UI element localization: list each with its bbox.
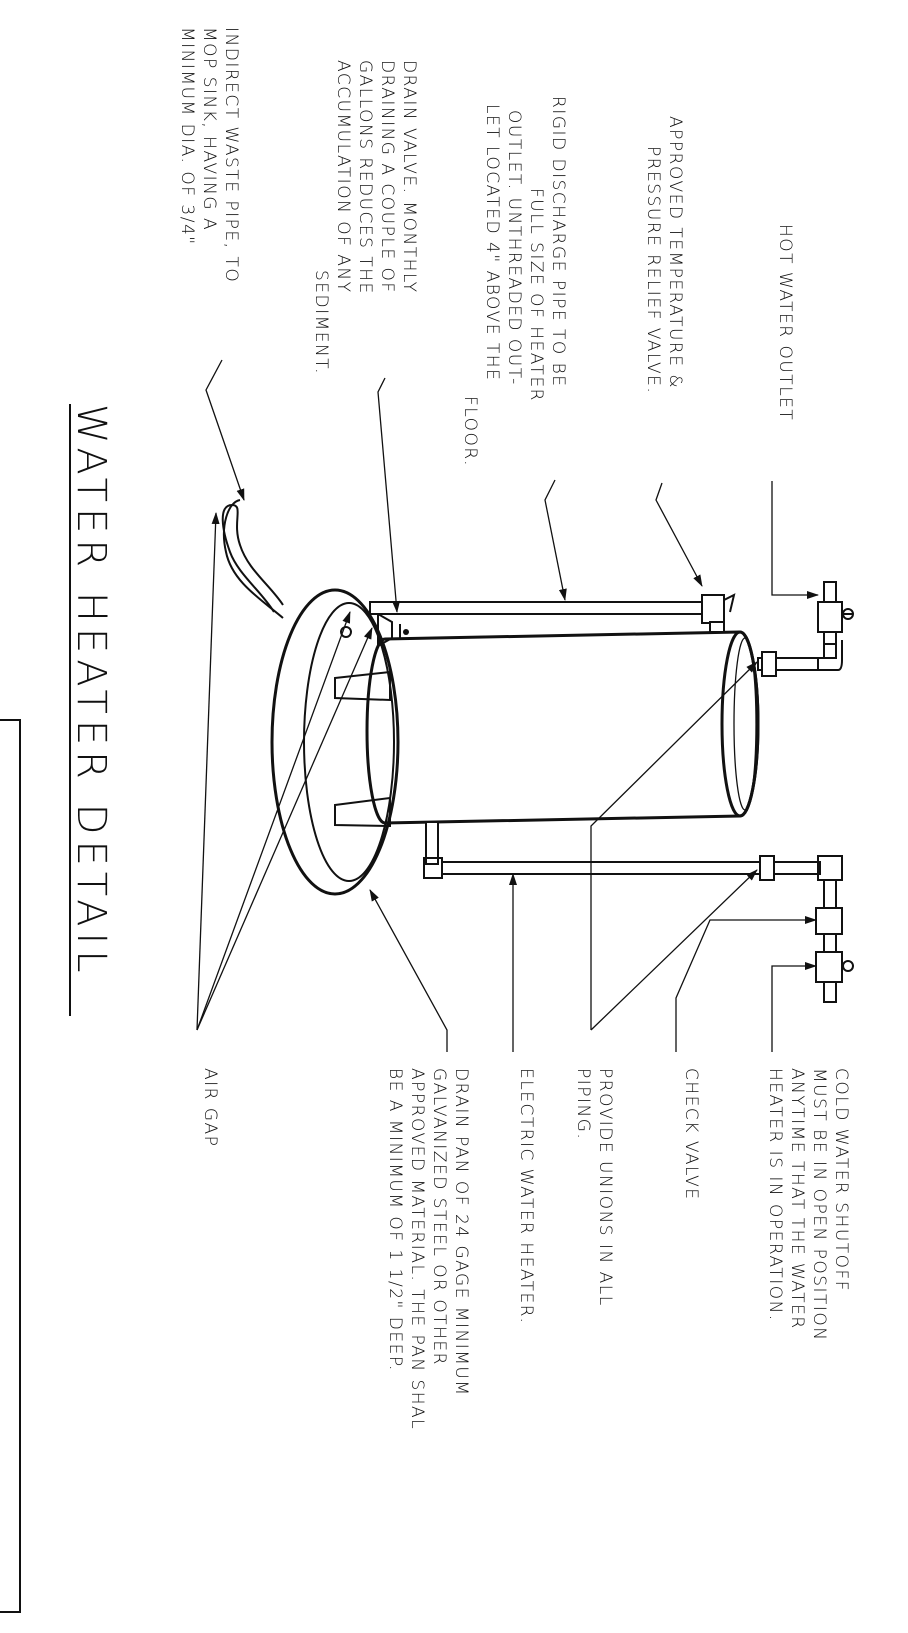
title-block-border <box>0 719 21 1613</box>
hot-union <box>761 651 777 677</box>
callout-electric-heater: ELECTRIC WATER HEATER. <box>516 1068 536 1324</box>
callout-line: OUTLET. UNTHREADED OUT- <box>504 110 524 386</box>
callout-line: DRAIN PAN OF 24 GAGE MINIMUM <box>451 1068 471 1397</box>
tank-top-cap <box>720 630 760 818</box>
callout-line: FULL SIZE OF HEATER <box>526 188 546 402</box>
drawing-title: WATER HEATER DETAIL <box>68 404 114 979</box>
callout-line: LET LOCATED 4" ABOVE THE <box>482 104 502 381</box>
callout-line: ANYTIME THAT THE WATER <box>787 1068 807 1330</box>
callout-line: GALVANIZED STEEL OR OTHER <box>429 1068 449 1366</box>
leader-cold-shutoff <box>771 962 817 1052</box>
callout-line: PRESSURE RELIEF VALVE. <box>643 146 663 394</box>
leader-unions-a <box>590 661 758 1030</box>
tp-valve-lever <box>723 593 736 613</box>
leader-drain-pan <box>369 889 448 1052</box>
callout-line: MINIMUM DIA. OF 3/4" <box>177 27 197 246</box>
check-valve-body <box>815 907 843 935</box>
callout-line: COLD WATER SHUTOFF <box>831 1068 851 1292</box>
cold-vertical-pipe <box>425 821 439 865</box>
tank-body <box>365 630 760 825</box>
callout-line: ACCUMULATION OF ANY <box>333 60 353 294</box>
cold-union <box>759 855 775 881</box>
leader-drain-valve <box>377 377 401 613</box>
callout-line: INDIRECT WASTE PIPE, TO <box>221 27 241 283</box>
drain-pan-inner-rim <box>303 602 395 882</box>
callout-line: FLOOR. <box>460 396 480 467</box>
callout-hot-water-outlet: HOT WATER OUTLET <box>775 224 795 421</box>
cold-shutoff-body <box>815 951 843 983</box>
drain-valve-dot <box>403 629 409 635</box>
callout-tp-valve: APPROVED TEMPERATURE & PRESSURE RELIEF V… <box>643 116 685 394</box>
leader-unions-b <box>590 869 758 1031</box>
title-group: WATER HEATER DETAIL <box>68 404 114 1016</box>
callout-line: ELECTRIC WATER HEATER. <box>516 1068 536 1324</box>
cold-riser <box>823 879 837 1003</box>
callout-line: HOT WATER OUTLET <box>775 224 795 421</box>
leader-tp-valve <box>655 482 703 587</box>
callout-unions: PROVIDE UNIONS IN ALL PIPING. <box>573 1068 615 1307</box>
callout-check-valve: CHECK VALVE <box>681 1068 701 1200</box>
callout-line: APPROVED TEMPERATURE & <box>665 116 685 389</box>
tank-top-rim <box>733 637 757 811</box>
callout-line: GALLONS REDUCES THE <box>355 60 375 295</box>
callout-line: RIGID DISCHARGE PIPE TO BE <box>548 96 568 388</box>
leader-air-gap-a <box>196 512 220 1031</box>
callout-line: SEDIMENT. <box>311 270 331 375</box>
leader-discharge-pipe <box>544 479 567 601</box>
hot-fitting <box>817 601 843 633</box>
callout-line: CHECK VALVE <box>681 1068 701 1200</box>
leader-air-gap-c <box>196 627 373 1031</box>
tp-valve-outlet <box>709 621 725 633</box>
leader-waste-pipe <box>205 359 245 501</box>
discharge-pipe <box>369 601 716 615</box>
callout-line: APPROVED MATERIAL. THE PAN SHAL <box>407 1068 427 1430</box>
callout-line: BE A MINIMUM OF 1 1/2" DEEP. <box>385 1068 405 1372</box>
leader-hot-water-outlet <box>771 481 819 599</box>
callout-line: PROVIDE UNIONS IN ALL <box>595 1068 615 1307</box>
callout-air-gap: AIR GAP <box>200 1068 220 1147</box>
leader-check-valve <box>675 916 817 1052</box>
callout-line: HEATER IS IN OPERATION. <box>765 1068 785 1322</box>
callout-cold-water-shutoff: COLD WATER SHUTOFF MUST BE IN OPEN POSIT… <box>765 1068 851 1342</box>
drain-valve <box>377 612 393 648</box>
pan-drain-hole <box>340 626 352 638</box>
callout-drain-pan: DRAIN PAN OF 24 GAGE MINIMUM GALVANIZED … <box>385 1068 471 1430</box>
indirect-waste-pipe-inner <box>222 499 284 619</box>
indirect-waste-pipe <box>221 503 284 613</box>
callout-waste-pipe: INDIRECT WASTE PIPE, TO MOP SINK, HAVING… <box>177 27 241 283</box>
callout-line: DRAINING A COUPLE OF <box>377 60 397 294</box>
callout-line: PIPING. <box>573 1068 593 1140</box>
drain-pan <box>270 588 400 896</box>
callout-discharge-pipe: RIGID DISCHARGE PIPE TO BE FULL SIZE OF … <box>460 96 568 467</box>
callout-line: MOP SINK, HAVING A <box>199 27 219 231</box>
callout-drain-valve: DRAIN VALVE. MONTHLY DRAINING A COUPLE O… <box>311 60 419 375</box>
cold-shutoff-handle <box>842 960 854 972</box>
tp-valve <box>701 594 725 624</box>
cold-horizontal-pipe <box>441 861 821 875</box>
leader-air-gap-b <box>196 611 351 1031</box>
callout-line: DRAIN VALVE. MONTHLY <box>399 60 419 293</box>
cold-top-elbow <box>817 855 843 881</box>
callout-line: AIR GAP <box>200 1068 220 1147</box>
callout-line: MUST BE IN OPEN POSITION <box>809 1068 829 1342</box>
cold-bottom-elbow <box>423 857 443 879</box>
tank-leg <box>334 670 391 702</box>
